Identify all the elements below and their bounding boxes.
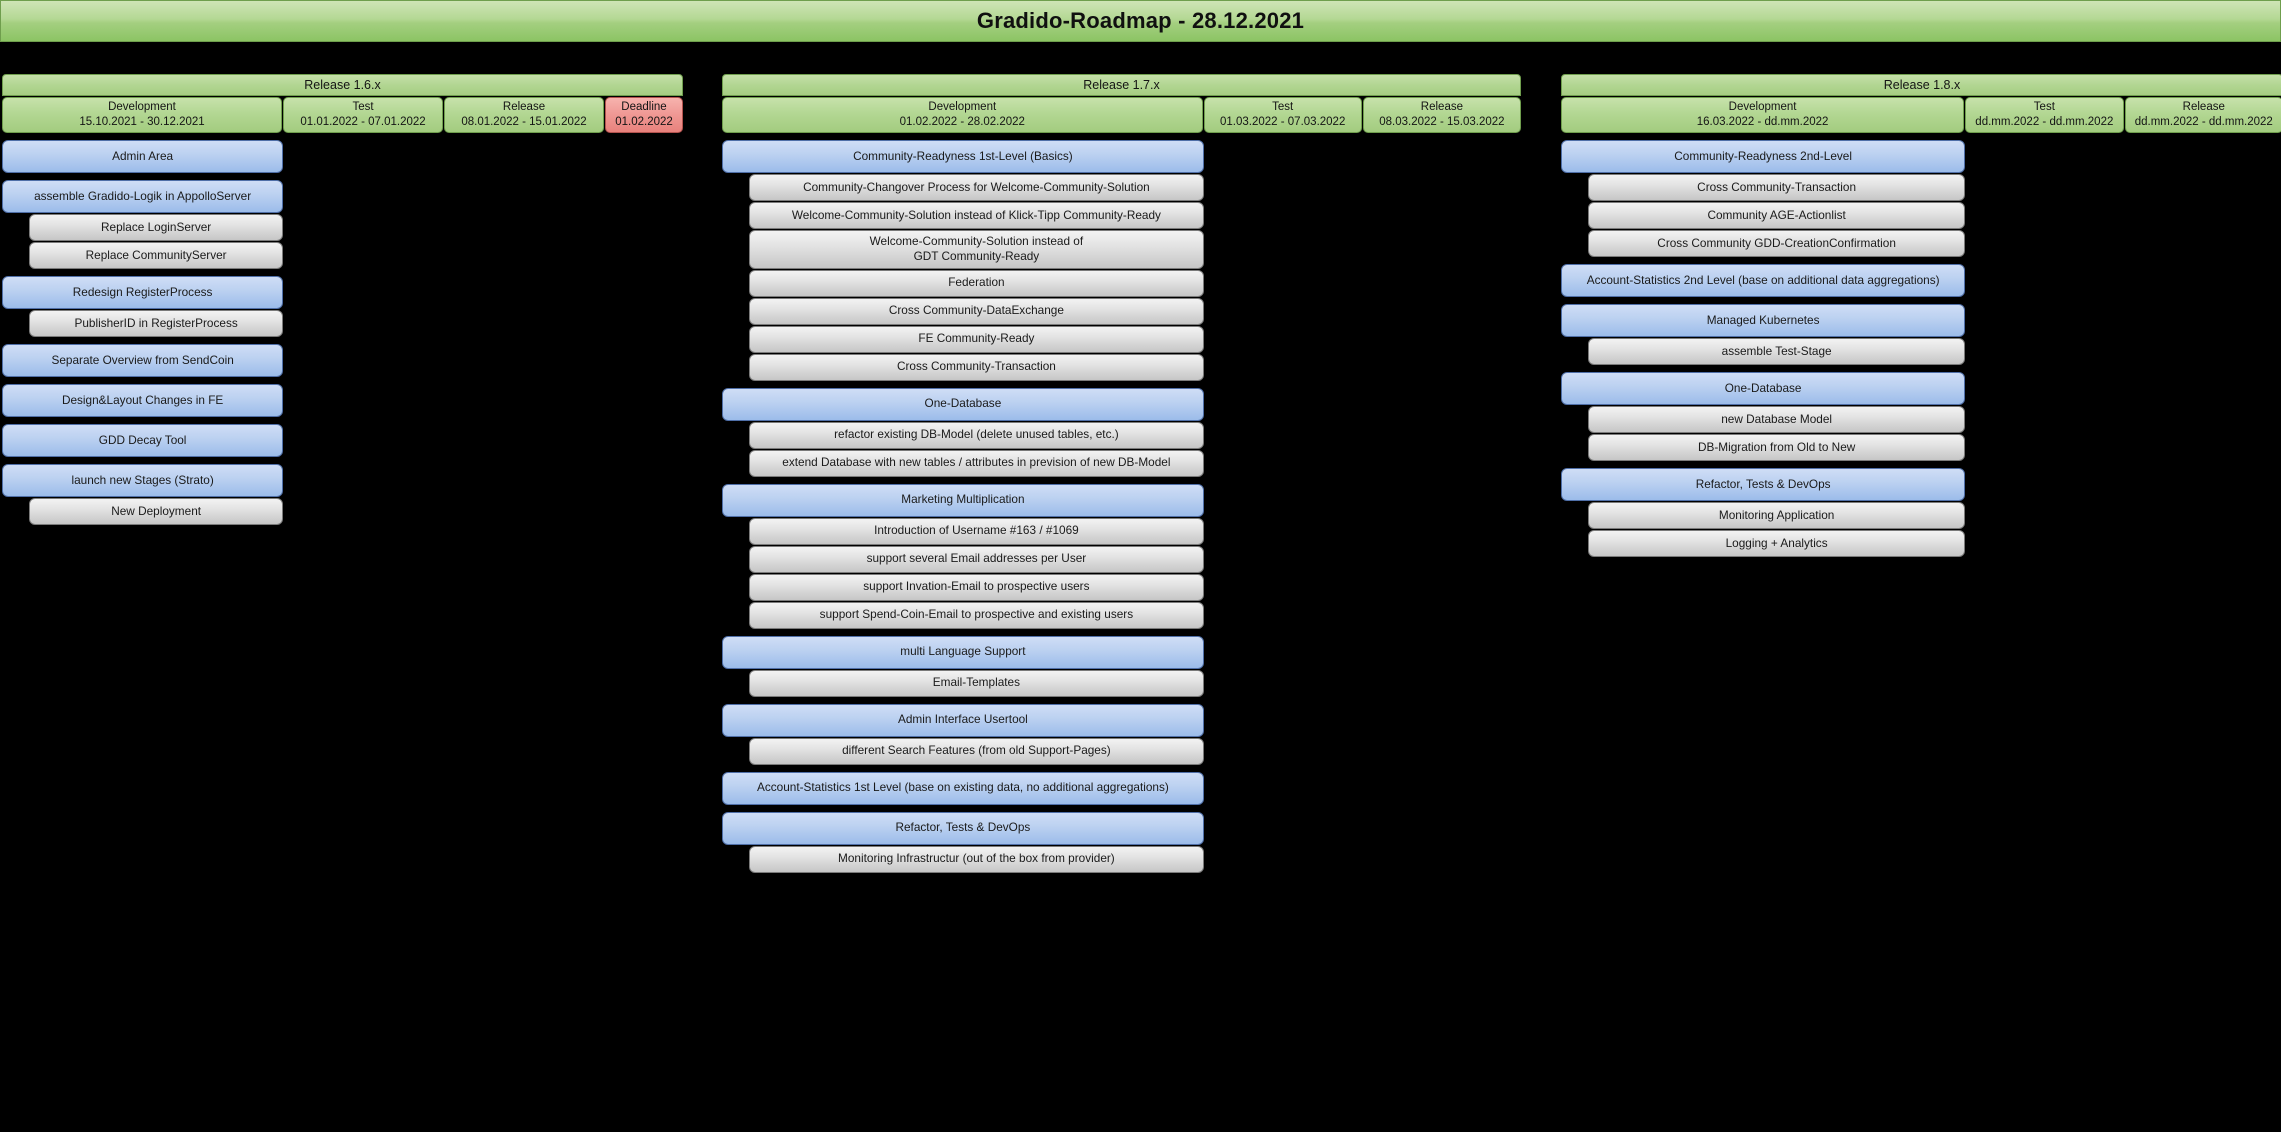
subtask-card[interactable]: DB-Migration from Old to New [1588, 434, 1966, 461]
epic-card[interactable]: Community-Readyness 2nd-Level [1561, 140, 1966, 173]
phase-test[interactable]: Test dd.mm.2022 - dd.mm.2022 [1965, 97, 2124, 133]
phase-dates: 01.03.2022 - 07.03.2022 [1220, 116, 1346, 128]
phase-name: Deadline [621, 101, 667, 114]
phase-dates: 01.02.2022 - 28.02.2022 [899, 116, 1025, 128]
epic-card[interactable]: Admin Interface Usertool [722, 703, 1204, 737]
subtask-card[interactable]: Cross Community-DataExchange [749, 297, 1204, 325]
page-title: Gradido-Roadmap - 28.12.2021 [976, 8, 1305, 33]
subtask-card[interactable]: Cross Community-Transaction [1588, 174, 1966, 201]
phase-dates: dd.mm.2022 - dd.mm.2022 [1975, 116, 2114, 128]
phase-development[interactable]: Development 16.03.2022 - dd.mm.2022 [1561, 97, 1965, 133]
subtask-card[interactable]: FE Community-Ready [749, 325, 1204, 353]
phase-dates: 01.01.2022 - 07.01.2022 [300, 116, 426, 128]
task-list: Community-Readyness 1st-Level (Basics)Co… [722, 140, 1521, 873]
epic-card[interactable]: launch new Stages (Strato) [2, 464, 284, 497]
epic-card[interactable]: Refactor, Tests & DevOps [722, 811, 1204, 845]
subtask-card[interactable]: Monitoring Application [1588, 502, 1966, 529]
epic-card[interactable]: Community-Readyness 1st-Level (Basics) [722, 140, 1204, 173]
subtask-card[interactable]: Logging + Analytics [1588, 530, 1966, 557]
subtask-card[interactable]: different Search Features (from old Supp… [749, 737, 1204, 765]
subtask-card[interactable]: Introduction of Username #163 / #1069 [749, 517, 1204, 545]
epic-card[interactable]: One-Database [1561, 372, 1966, 405]
phase-row: Development 01.02.2022 - 28.02.2022 Test 01… [722, 97, 1521, 133]
phase-dates: 08.01.2022 - 15.01.2022 [461, 116, 587, 128]
roadmap-title-bar: Gradido-Roadmap - 28.12.2021 [0, 0, 2281, 42]
subtask-card[interactable]: Replace CommunityServer [29, 242, 284, 269]
phase-name: Development [1728, 101, 1797, 114]
phase-row: Development 15.10.2021 - 30.12.2021 Test 01… [2, 97, 683, 133]
phase-name: Release [1420, 101, 1463, 114]
phase-release[interactable]: Release 08.03.2022 - 15.03.2022 [1362, 97, 1521, 133]
subtask-card[interactable]: Replace LoginServer [29, 214, 284, 241]
epic-card[interactable]: Admin Area [2, 140, 284, 173]
phase-name: Test [352, 101, 374, 114]
subtask-card[interactable]: Community-Changover Process for Welcome-… [749, 174, 1204, 201]
epic-card[interactable]: Design&Layout Changes in FE [2, 384, 284, 417]
subtask-card[interactable]: Federation [749, 269, 1204, 297]
subtask-card[interactable]: Email-Templates [749, 669, 1204, 697]
release-title: Release 1.6.x [2, 74, 683, 96]
subtask-card[interactable]: assemble Test-Stage [1588, 338, 1966, 365]
phase-dates: 01.02.2022 [615, 116, 673, 128]
subtask-card[interactable]: extend Database with new tables / attrib… [749, 449, 1204, 477]
phase-development[interactable]: Development 15.10.2021 - 30.12.2021 [2, 97, 282, 133]
epic-card[interactable]: Account-Statistics 1st Level (base on ex… [722, 771, 1204, 805]
phase-name: Release [2182, 101, 2225, 114]
subtask-card[interactable]: support several Email addresses per User [749, 545, 1204, 573]
epic-card[interactable]: Refactor, Tests & DevOps [1561, 468, 1966, 501]
phase-dates: 08.03.2022 - 15.03.2022 [1379, 116, 1505, 128]
phase-release[interactable]: Release dd.mm.2022 - dd.mm.2022 [2124, 97, 2281, 133]
epic-card[interactable]: Separate Overview from SendCoin [2, 344, 284, 377]
subtask-card[interactable]: Welcome-Community-Solution instead of GD… [749, 230, 1204, 269]
phase-name: Development [928, 101, 997, 114]
epic-card[interactable]: Managed Kubernetes [1561, 304, 1966, 337]
phase-test[interactable]: Test 01.01.2022 - 07.01.2022 [283, 97, 443, 133]
phase-dates: 15.10.2021 - 30.12.2021 [79, 116, 205, 128]
subtask-card[interactable]: Cross Community-Transaction [749, 353, 1204, 381]
subtask-card[interactable]: refactor existing DB-Model (delete unuse… [749, 421, 1204, 449]
epic-card[interactable]: Redesign RegisterProcess [2, 276, 284, 309]
release-title: Release 1.7.x [722, 74, 1521, 96]
subtask-card[interactable]: Monitoring Infrastructur (out of the box… [749, 845, 1204, 873]
subtask-card[interactable]: PublisherID in RegisterProcess [29, 310, 284, 337]
epic-card[interactable]: Marketing Multiplication [722, 483, 1204, 517]
release-title: Release 1.8.x [1561, 74, 2281, 96]
phase-name: Release [502, 101, 546, 114]
subtask-card[interactable]: New Deployment [29, 498, 284, 525]
phase-dates: 16.03.2022 - dd.mm.2022 [1696, 116, 1829, 128]
phase-name: Test [2033, 101, 2055, 114]
subtask-card[interactable]: support Spend-Coin-Email to prospective … [749, 601, 1204, 629]
epic-card[interactable]: One-Database [722, 387, 1204, 421]
epic-card[interactable]: GDD Decay Tool [2, 424, 284, 457]
phase-test[interactable]: Test 01.03.2022 - 07.03.2022 [1203, 97, 1362, 133]
subtask-card[interactable]: Community AGE-Actionlist [1588, 202, 1966, 229]
phase-release[interactable]: Release 08.01.2022 - 15.01.2022 [444, 97, 604, 133]
phase-name: Test [1272, 101, 1294, 114]
epic-card[interactable]: Account-Statistics 2nd Level (base on ad… [1561, 264, 1966, 297]
phase-row: Development 16.03.2022 - dd.mm.2022 Test dd… [1561, 97, 2281, 133]
phase-dates: dd.mm.2022 - dd.mm.2022 [2134, 116, 2273, 128]
subtask-card[interactable]: support Invation-Email to prospective us… [749, 573, 1204, 601]
task-list: Admin Area assemble Gradido-Logik in Appo… [2, 140, 683, 525]
epic-card[interactable]: assemble Gradido-Logik in AppolloServer [2, 180, 284, 213]
subtask-card[interactable]: new Database Model [1588, 406, 1966, 433]
phase-development[interactable]: Development 01.02.2022 - 28.02.2022 [722, 97, 1203, 133]
epic-card[interactable]: multi Language Support [722, 635, 1204, 669]
subtask-card[interactable]: Cross Community GDD-CreationConfirmation [1588, 230, 1966, 257]
phase-name: Development [108, 101, 176, 114]
phase-deadline[interactable]: Deadline 01.02.2022 [605, 97, 683, 133]
subtask-card[interactable]: Welcome-Community-Solution instead of Kl… [749, 202, 1204, 229]
